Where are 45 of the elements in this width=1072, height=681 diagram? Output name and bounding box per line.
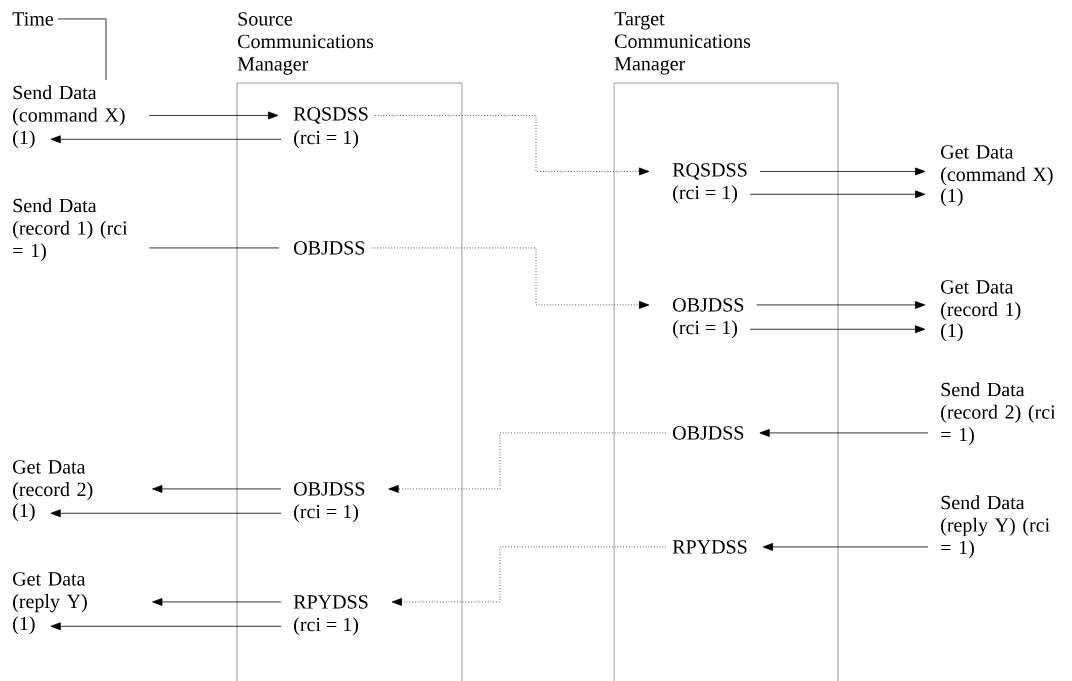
connector-line	[149, 247, 280, 249]
message-label: RQSDSS	[293, 107, 368, 124]
data-label: (1)	[941, 188, 963, 207]
data-label: Get Data (record 2)	[13, 460, 93, 501]
data-label: Get Data (record 1)	[941, 280, 1021, 321]
axis-label: Time	[12, 12, 54, 26]
message-label: RQSDSS	[672, 163, 747, 180]
dotted-arrow	[391, 546, 667, 606]
data-label: Send Data (command X)	[13, 85, 125, 126]
data-label: Send Data (record 1) (rci = 1)	[13, 198, 128, 262]
message-label: (rci = 1)	[294, 504, 359, 523]
message-label: RPYDSS	[672, 540, 747, 554]
arrow	[152, 598, 282, 606]
message-label: RPYDSS	[293, 595, 368, 609]
arrow	[149, 111, 279, 120]
message-label: (rci = 1)	[673, 185, 738, 204]
arrow	[50, 509, 282, 518]
data-label: (1)	[13, 503, 35, 522]
arrow	[50, 622, 282, 631]
dotted-arrow	[388, 432, 667, 493]
data-label: Get Data (command X)	[941, 145, 1053, 186]
message-label: OBJDSS	[673, 426, 744, 440]
arrow	[50, 135, 282, 144]
arrow	[749, 190, 926, 199]
dotted-arrow	[371, 247, 650, 309]
arrow	[749, 325, 926, 334]
arrow	[762, 543, 929, 551]
message-label: OBJDSS	[294, 241, 365, 255]
leader-line	[57, 18, 107, 81]
dotted-arrow	[374, 115, 650, 176]
arrow	[759, 167, 926, 176]
arrow	[756, 301, 926, 309]
message-label: (rci = 1)	[294, 130, 359, 149]
message-label: (rci = 1)	[294, 617, 359, 636]
data-label: (1)	[941, 323, 963, 342]
data-label: (1)	[13, 130, 35, 149]
message-label: (rci = 1)	[673, 320, 738, 339]
message-label: OBJDSS	[673, 298, 744, 312]
data-label: Get Data (reply Y)	[13, 572, 87, 613]
message-label: OBJDSS	[294, 482, 365, 496]
data-label: Send Data (record 2) (rci = 1)	[941, 382, 1056, 446]
arrow	[152, 485, 282, 493]
data-label: Send Data (reply Y) (rci = 1)	[941, 495, 1050, 559]
data-label: (1)	[13, 616, 35, 635]
arrow	[759, 429, 929, 437]
